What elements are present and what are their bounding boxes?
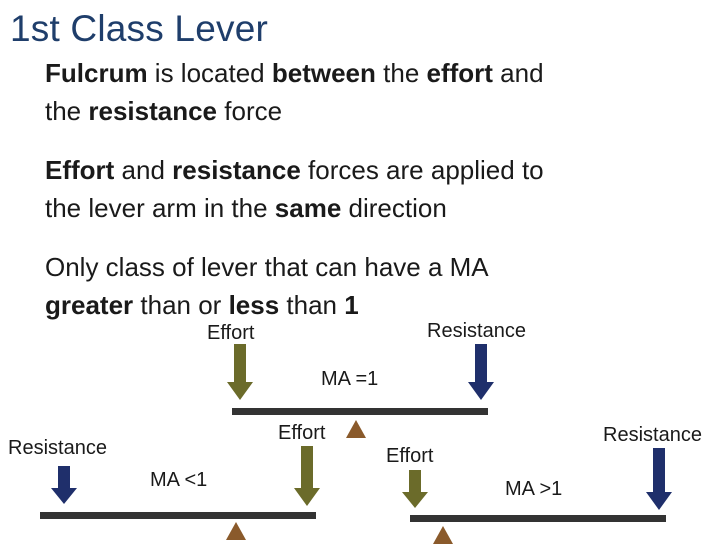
effort-arrow bbox=[294, 446, 320, 506]
lever-beam bbox=[232, 408, 488, 415]
effort-label-top: Effort bbox=[207, 322, 255, 344]
resistance-label-top: Resistance bbox=[427, 320, 526, 342]
effort-label-left: Effort bbox=[278, 422, 326, 444]
effort-arrow bbox=[402, 470, 428, 508]
effort-label-right: Effort bbox=[386, 445, 434, 467]
lever-diagram-ma-equal bbox=[227, 344, 494, 438]
text-run: Only class of lever that can have a MA bbox=[45, 252, 489, 282]
bold-term: resistance bbox=[172, 155, 301, 185]
lever-beam bbox=[40, 512, 316, 519]
bold-term: between bbox=[271, 58, 376, 88]
text-run: than or bbox=[133, 290, 229, 320]
ma-label-left: MA <1 bbox=[150, 469, 208, 491]
ma-label-right: MA >1 bbox=[505, 478, 563, 500]
text-run: forces are applied to bbox=[300, 155, 544, 185]
lever-diagram-ma-less bbox=[40, 446, 320, 540]
text-run: and bbox=[114, 155, 173, 185]
bold-term: 1 bbox=[344, 290, 359, 320]
text-run: the bbox=[375, 58, 427, 88]
text-run: and bbox=[492, 58, 544, 88]
text-run: the lever arm in the bbox=[45, 193, 275, 223]
resistance-label-left: Resistance bbox=[8, 437, 107, 459]
resistance-label-right: Resistance bbox=[603, 424, 702, 446]
text-run: the bbox=[45, 96, 89, 126]
fulcrum-icon bbox=[226, 522, 246, 540]
bullet-mechanical-advantage: Only class of lever that can have a MA gr… bbox=[45, 248, 489, 324]
bold-term: Effort bbox=[45, 155, 115, 185]
resistance-arrow bbox=[646, 448, 672, 510]
text-run: direction bbox=[341, 193, 447, 223]
text-run: is located bbox=[147, 58, 272, 88]
bold-term: Fulcrum bbox=[45, 58, 148, 88]
resistance-arrow bbox=[51, 466, 77, 504]
page-title: 1st Class Lever bbox=[10, 8, 268, 49]
bold-term: resistance bbox=[88, 96, 218, 126]
fulcrum-icon bbox=[346, 420, 366, 438]
text-run: force bbox=[217, 96, 283, 126]
bold-term: same bbox=[274, 193, 342, 223]
ma-label-top: MA =1 bbox=[321, 368, 379, 390]
bold-term: greater bbox=[45, 290, 134, 320]
lever-diagram-ma-greater bbox=[402, 448, 672, 544]
fulcrum-icon bbox=[433, 526, 453, 544]
bold-term: effort bbox=[426, 58, 493, 88]
text-run: than bbox=[279, 290, 345, 320]
bullet-force-direction: Effort and resistance forces are applied… bbox=[45, 151, 544, 227]
lever-beam bbox=[410, 515, 666, 522]
bold-term: less bbox=[228, 290, 280, 320]
effort-arrow bbox=[227, 344, 253, 400]
resistance-arrow bbox=[468, 344, 494, 400]
bullet-fulcrum-location: Fulcrum is located between the effort an… bbox=[45, 54, 544, 130]
